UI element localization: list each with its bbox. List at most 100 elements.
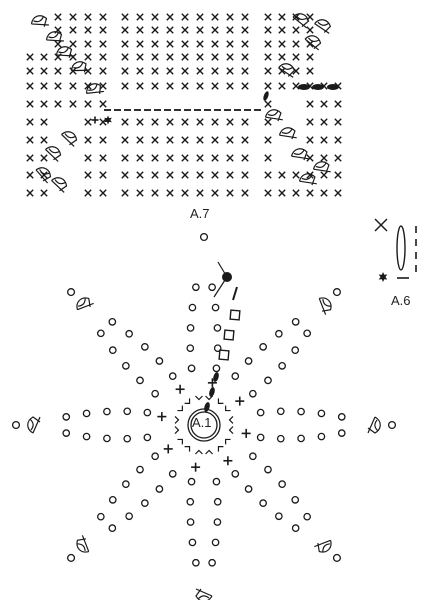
x-stitch-icon — [211, 154, 219, 162]
x-stitch-icon — [278, 53, 286, 61]
picot-icon — [51, 177, 68, 193]
x-stitch-icon — [40, 118, 48, 126]
x-stitch-icon — [264, 53, 272, 61]
chain-icon — [337, 413, 346, 421]
x-stitch-icon — [84, 26, 92, 34]
x-stitch-icon — [151, 118, 159, 126]
x-stitch-icon — [306, 100, 314, 108]
x-stitch-icon — [320, 136, 328, 144]
x-stitch-icon — [136, 53, 144, 61]
x-stitch-icon — [99, 26, 107, 34]
x-stitch-icon — [264, 26, 272, 34]
x-stitch-icon — [151, 154, 159, 162]
x-stitch-icon — [374, 218, 388, 232]
x-stitch-icon — [151, 136, 159, 144]
x-stitch-icon — [136, 154, 144, 162]
x-stitch-icon — [136, 67, 144, 75]
x-stitch-icon — [211, 53, 219, 61]
increase-v-icon — [195, 395, 203, 401]
chain-icon — [125, 512, 133, 521]
x-stitch-icon — [121, 189, 129, 197]
x-stitch-icon — [241, 189, 249, 197]
chain-icon — [151, 389, 160, 398]
x-stitch-icon — [151, 171, 159, 179]
x-stitch-icon — [99, 100, 107, 108]
increase-v-icon — [225, 438, 231, 445]
x-stitch-icon — [84, 13, 92, 21]
chain-icon — [103, 434, 111, 443]
x-stitch-icon — [121, 118, 129, 126]
a6-label: A.6 — [391, 293, 411, 308]
picot-icon — [55, 46, 74, 58]
x-stitch-icon — [99, 82, 107, 90]
x-stitch-icon — [69, 82, 77, 90]
increase-v-icon — [205, 395, 213, 401]
star-marker-icon — [104, 115, 112, 125]
x-stitch-icon — [278, 13, 286, 21]
oval-stitch-icon — [298, 84, 310, 90]
x-stitch-icon — [241, 26, 249, 34]
picot-icon — [45, 31, 64, 43]
x-stitch-icon — [151, 189, 159, 197]
chain-icon — [213, 518, 222, 526]
x-stitch-icon — [26, 136, 34, 144]
x-stitch-icon — [226, 13, 234, 21]
x-stitch-icon — [226, 136, 234, 144]
plus-stitch-icon — [223, 456, 233, 466]
picot-icon — [76, 297, 94, 311]
chain-icon — [337, 429, 346, 437]
x-stitch-icon — [40, 67, 48, 75]
increase-v-icon — [184, 398, 191, 404]
x-stitch-icon — [320, 118, 328, 126]
x-stitch-icon — [40, 100, 48, 108]
a6-chart — [374, 218, 417, 282]
x-stitch-icon — [166, 13, 174, 21]
x-stitch-icon — [226, 40, 234, 48]
x-stitch-icon — [99, 40, 107, 48]
chain-icon — [136, 465, 144, 474]
x-stitch-icon — [121, 67, 129, 75]
x-stitch-icon — [26, 189, 34, 197]
chain-icon — [208, 283, 216, 292]
chain-icon — [303, 512, 312, 521]
picot-icon — [367, 416, 381, 434]
x-stitch-icon — [181, 118, 189, 126]
x-stitch-icon — [241, 40, 249, 48]
chain-icon — [192, 283, 200, 292]
chain-icon — [141, 343, 149, 351]
x-stitch-icon — [211, 40, 219, 48]
x-stitch-icon — [166, 40, 174, 48]
x-stitch-icon — [69, 40, 77, 48]
chain-icon — [186, 497, 195, 506]
x-stitch-icon — [166, 26, 174, 34]
chain-icon — [108, 317, 117, 326]
x-stitch-icon — [306, 154, 314, 162]
oval-stitch-icon — [263, 91, 269, 101]
x-stitch-icon — [241, 67, 249, 75]
x-stitch-icon — [166, 67, 174, 75]
x-stitch-icon — [211, 136, 219, 144]
increase-v-icon — [174, 416, 180, 424]
chain-icon — [291, 496, 300, 504]
x-stitch-icon — [99, 136, 107, 144]
x-stitch-icon — [196, 82, 204, 90]
x-stitch-icon — [264, 67, 272, 75]
oval-stitch-icon — [204, 402, 210, 412]
plus-stitch-icon — [235, 396, 245, 406]
chain-icon — [168, 372, 177, 381]
x-stitch-icon — [306, 67, 314, 75]
x-stitch-icon — [181, 171, 189, 179]
x-stitch-icon — [166, 53, 174, 61]
x-stitch-icon — [320, 189, 328, 197]
chain-icon — [136, 376, 144, 385]
x-stitch-icon — [40, 189, 48, 197]
x-stitch-icon — [40, 154, 48, 162]
x-stitch-icon — [278, 26, 286, 34]
x-stitch-icon — [84, 171, 92, 179]
x-stitch-icon — [226, 53, 234, 61]
x-stitch-icon — [278, 82, 286, 90]
center-ring-outer — [187, 408, 221, 442]
x-stitch-icon — [136, 13, 144, 21]
x-stitch-icon — [196, 136, 204, 144]
chain-icon — [108, 496, 117, 504]
